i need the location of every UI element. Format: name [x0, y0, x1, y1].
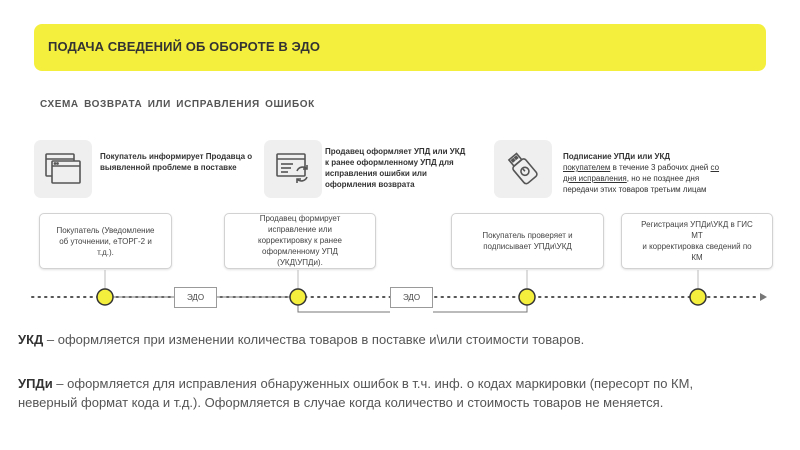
usb-key-icon: [494, 140, 552, 198]
page-title: ПОДАЧА СВЕДЕНИЙ ОБ ОБОРОТЕ В ЭДО: [48, 39, 321, 54]
document-sync-icon: [264, 140, 322, 198]
timeline-node-4: [689, 288, 707, 306]
timeline-node-1: [96, 288, 114, 306]
timeline-node-3: [518, 288, 536, 306]
step-1-text: Покупатель информирует Продавца о выявле…: [100, 152, 253, 172]
edo-link-2-left: [297, 297, 390, 313]
note-updi: УПДи – оформляется для исправления обнар…: [18, 376, 694, 410]
step-3-text: Подписание УПДи или УКД покупателем в те…: [563, 152, 720, 194]
title-banner: ПОДАЧА СВЕДЕНИЙ ОБ ОБОРОТЕ В ЭДО: [34, 24, 766, 71]
card-buyer-signs: Покупатель проверяет и подписывает УПДи\…: [451, 213, 604, 269]
edo-label-1: ЭДО: [174, 287, 217, 308]
edo-label-2: ЭДО: [390, 287, 433, 308]
card-seller-correction: Продавец формирует исправление или корре…: [224, 213, 376, 269]
timeline-arrow-icon: [760, 293, 767, 301]
scheme-subtitle: СХЕМА ВОЗВРАТА ИЛИ ИСПРАВЛЕНИЯ ОШИБОК: [40, 99, 315, 110]
card-gis-registration: Регистрация УПДи\УКД в ГИС МТ и корректи…: [621, 213, 773, 269]
timeline-node-2: [289, 288, 307, 306]
step-2-text: Продавец оформляет УПД или УКД к ранее о…: [325, 147, 466, 189]
edo-link-2-right: [433, 297, 528, 313]
card-buyer-notification: Покупатель (Уведомление об уточнении, еТ…: [39, 213, 172, 269]
browser-window-icon: [34, 140, 92, 198]
note-ukd: УКД – оформляется при изменении количест…: [18, 332, 585, 347]
